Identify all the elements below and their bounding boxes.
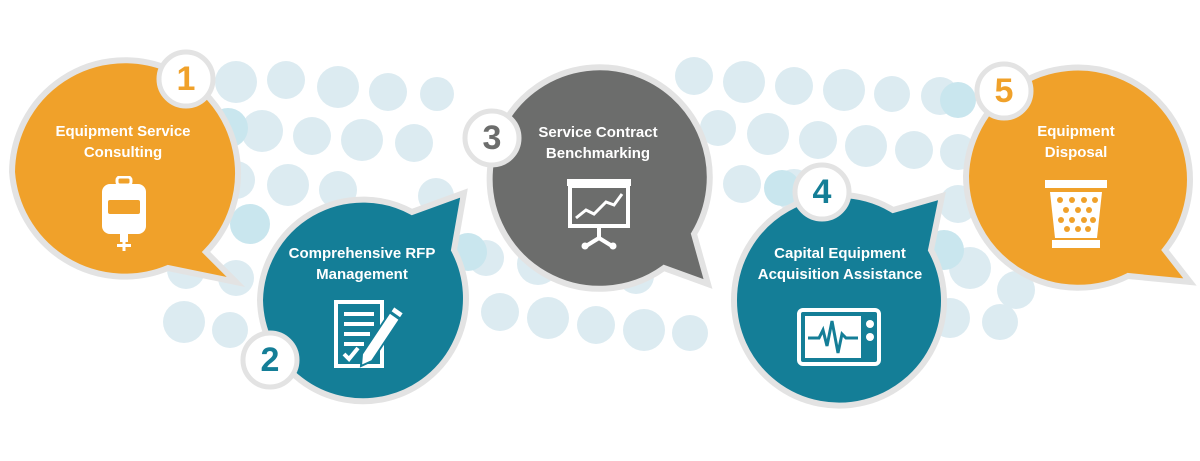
step-number-1: 1 <box>176 60 196 98</box>
waste-basket-icon <box>1045 180 1107 248</box>
iv-bag-icon <box>102 176 146 251</box>
presentation-chart-icon <box>567 179 631 250</box>
step-number-5: 5 <box>994 72 1014 110</box>
step-number-3: 3 <box>482 119 502 157</box>
step-number-2: 2 <box>260 341 280 379</box>
heart-monitor-icon <box>797 308 881 366</box>
step-number-4: 4 <box>812 173 832 211</box>
document-pencil-icon <box>334 300 406 368</box>
